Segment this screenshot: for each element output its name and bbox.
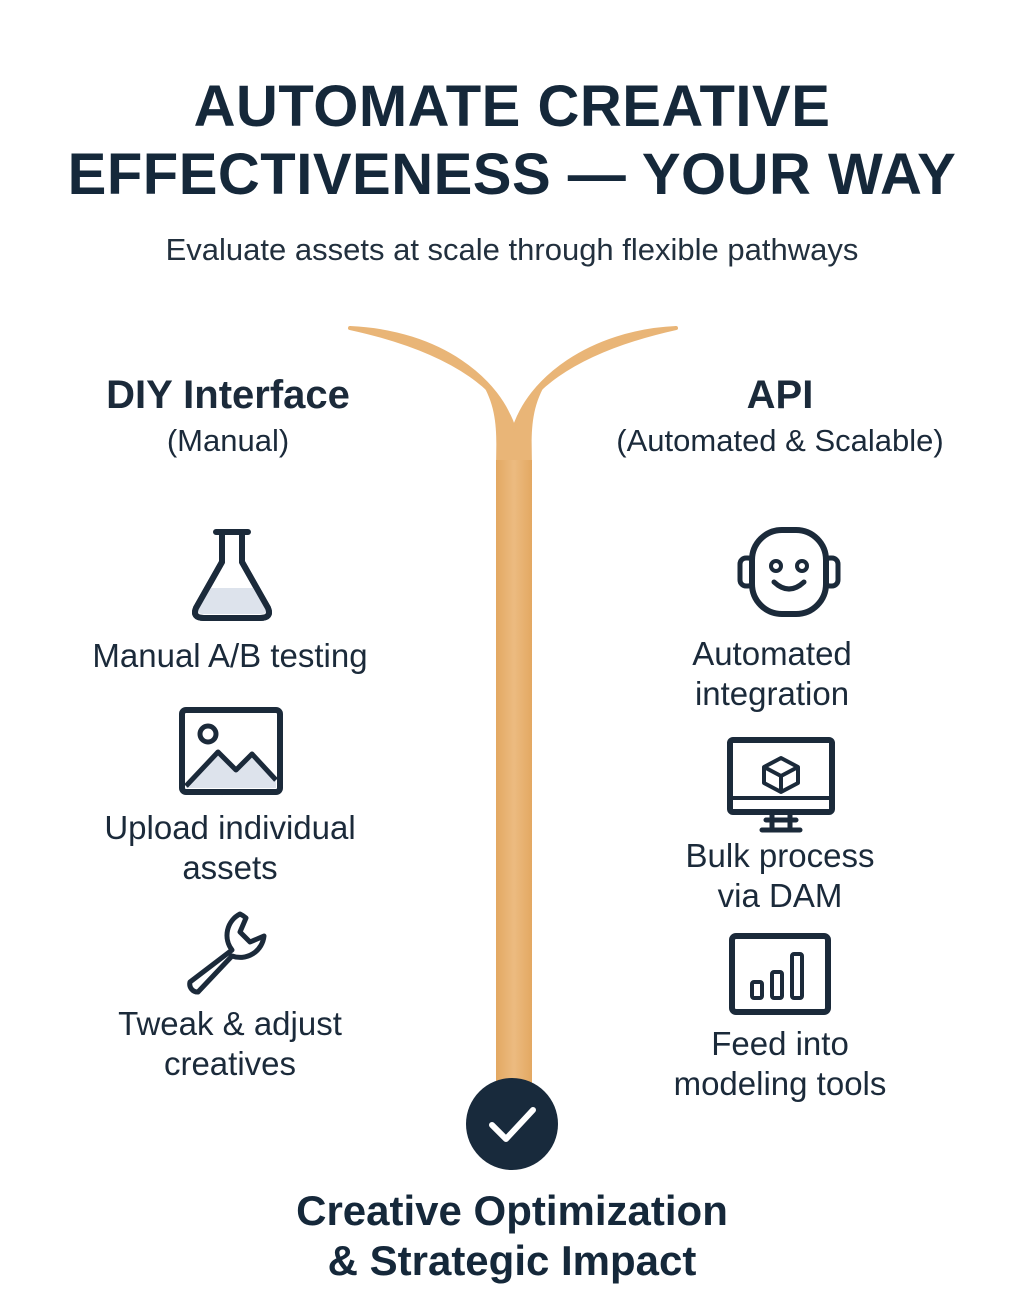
monitor-cube-icon [727, 737, 835, 833]
bar-chart-icon [729, 933, 831, 1015]
outcome-title-line-2: & Strategic Impact [327, 1237, 697, 1284]
feature-feed-modeling-tools: Feed into modeling tools [598, 1024, 962, 1105]
feature-label-line-1: Automated [692, 635, 852, 672]
feature-label-line-1: Bulk process [685, 837, 875, 874]
api-heading-block: API (Automated & Scalable) [580, 372, 980, 461]
feature-label-line-2: modeling tools [673, 1065, 887, 1103]
feature-label-line-1: Feed into [711, 1025, 849, 1062]
diy-heading: DIY Interface [106, 373, 350, 417]
title-line-2: EFFECTIVENESS — YOUR WAY [67, 142, 957, 207]
api-subheading: (Automated & Scalable) [616, 423, 944, 458]
feature-label-line-2: creatives [163, 1045, 297, 1083]
outcome-check-circle [466, 1078, 558, 1170]
feature-bulk-process-dam: Bulk process via DAM [598, 836, 962, 917]
subtitle: Evaluate assets at scale through flexibl… [165, 232, 859, 267]
diy-subheading: (Manual) [166, 423, 290, 458]
api-heading: API [746, 373, 814, 417]
feature-upload-individual-assets: Upload individual assets [48, 808, 412, 889]
feature-automated-integration: Automated integration [590, 634, 954, 715]
feature-label-line-2: integration [694, 675, 850, 713]
title-line-1: AUTOMATE CREATIVE [193, 74, 831, 139]
outcome-title-line-1: Creative Optimization [296, 1187, 728, 1234]
flask-icon [192, 529, 272, 621]
feature-label-line-2: assets [182, 849, 278, 887]
feature-manual-ab-testing: Manual A/B testing [48, 636, 412, 676]
diy-heading-block: DIY Interface (Manual) [48, 372, 408, 461]
feature-label: Manual A/B testing [92, 637, 368, 674]
stem-path [496, 460, 532, 1100]
feature-tweak-adjust-creatives: Tweak & adjust creatives [48, 1004, 412, 1085]
right-branch-path [512, 326, 678, 432]
feature-label-line-2: via DAM [717, 877, 843, 915]
feature-label-line-1: Upload individual [104, 809, 356, 846]
feature-label-line-1: Tweak & adjust [118, 1005, 342, 1042]
checkmark-icon [489, 1107, 536, 1142]
merge-path [480, 380, 548, 470]
image-icon [179, 707, 283, 795]
robot-icon [737, 527, 841, 617]
wrench-icon [187, 911, 267, 995]
